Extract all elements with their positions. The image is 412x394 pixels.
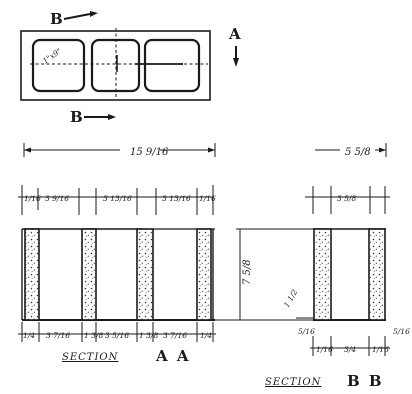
section-bb: 5 5/8 3 5/8 1 1/2 5/16 5/16 (265, 143, 410, 390)
aa-face-shell-right (196, 228, 212, 321)
bb-section-body: 1 1/2 5/16 5/16 (282, 228, 410, 336)
cell-right (143, 38, 201, 93)
aa-top-dim-1: 1/16 (24, 194, 41, 203)
aa-caption-word: SECTION (62, 352, 119, 363)
aa-bottom-dim-7: 1/4 (200, 331, 212, 340)
bb-face-shell-right (368, 228, 386, 321)
cut-label-bottom: B (70, 108, 83, 126)
cut-label-right: A (228, 25, 241, 43)
cut-label-top: B (50, 10, 63, 28)
bb-inner-dim: 3 5/8 (337, 194, 356, 203)
aa-top-dim-3: 3 13/16 (103, 194, 132, 203)
plan-view: B B A 1"x9" (20, 10, 241, 126)
aa-bottom-dimensions: 1/4 3 7/16 1 3/8 3 5/16 1 3/8 3 7/16 1/4 (18, 322, 216, 342)
bb-bottom-dim-1: 1/16 (316, 345, 333, 354)
height-dimension: 7 5/8 (215, 228, 320, 321)
bb-side-note-2: 5/16 (298, 327, 315, 336)
aa-top-dim-5: 1/16 (199, 194, 216, 203)
aa-overall-dimension: 15 9/16 (23, 143, 216, 158)
bb-bottom-dim-3: 1/16 (372, 345, 389, 354)
aa-web-1 (81, 228, 97, 321)
cell-middle (90, 38, 141, 93)
aa-top-dimensions: 1/16 3 9/16 3 13/16 3 13/16 1/16 (18, 185, 216, 215)
aa-face-shell-left (24, 228, 40, 321)
block-height: 7 5/8 (242, 259, 253, 285)
aa-web-2 (136, 228, 154, 321)
aa-bottom-dim-3: 1 3/8 (84, 331, 103, 340)
aa-overall-width: 15 9/16 (130, 147, 169, 158)
aa-bottom-dim-4: 3 5/16 (105, 331, 129, 340)
aa-bottom-dim-1: 1/4 (23, 331, 35, 340)
bb-bottom-dimensions: 1/16 3/4 1/16 (310, 336, 390, 356)
cell-left (31, 38, 86, 93)
bb-overall-width: 5 5/8 (345, 147, 371, 158)
section-cut-marker-right: A (228, 25, 241, 67)
bb-top-dimension: 3 5/8 (305, 186, 390, 214)
aa-bottom-dim-5: 1 3/8 (139, 331, 158, 340)
block-outline-plan (20, 30, 211, 101)
aa-bottom-dim-6: 3 7/16 (163, 331, 187, 340)
bb-overall-dimension: 5 5/8 (315, 143, 387, 158)
aa-section-body (21, 228, 215, 321)
aa-top-dim-4: 3 13/16 (162, 194, 191, 203)
bb-caption-word: SECTION (265, 377, 322, 388)
bb-bottom-dim-2: 3/4 (344, 345, 356, 354)
aa-bottom-dim-2: 3 7/16 (46, 331, 70, 340)
bb-caption-letters: B B (347, 372, 384, 390)
bb-side-note-3: 5/16 (393, 327, 410, 336)
aa-top-dim-2: 3 9/16 (45, 194, 69, 203)
bb-side-note-1: 1 1/2 (282, 288, 300, 309)
bb-face-shell-left (313, 228, 332, 321)
section-aa: 15 9/16 1/16 3 9/16 3 13/16 3 13/16 1/16 (18, 143, 320, 365)
section-cut-marker-bottom: B (70, 108, 116, 126)
hole-note: 1"x9" (41, 46, 63, 65)
aa-caption-letters: A A (155, 347, 191, 365)
